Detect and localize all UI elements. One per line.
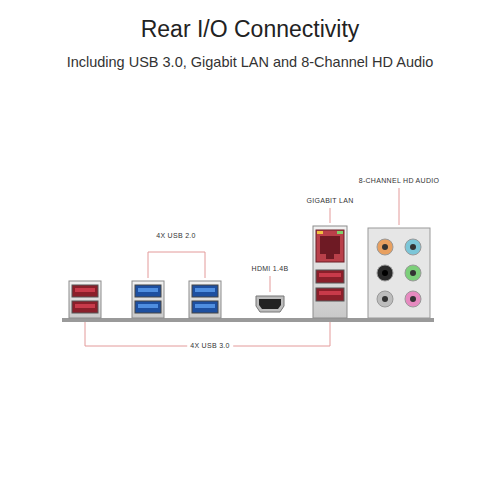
callout-label: 8-CHANNEL HD AUDIO bbox=[356, 176, 443, 186]
callout-label: GIGABIT LAN bbox=[303, 196, 356, 206]
callout-label: HDMI 1.4B bbox=[249, 264, 292, 274]
audio-leader bbox=[399, 188, 400, 225]
usb3-stack bbox=[69, 281, 101, 318]
lan-usb-stack bbox=[313, 226, 347, 318]
callout-label: 4X USB 3.0 bbox=[187, 341, 233, 351]
leader-lines bbox=[85, 188, 399, 346]
usb2-bracket bbox=[148, 252, 205, 278]
callout-label: 4X USB 2.0 bbox=[153, 231, 199, 241]
usb2-stack bbox=[132, 281, 164, 318]
subtitle: Including USB 3.0, Gigabit LAN and 8-Cha… bbox=[67, 54, 434, 70]
lan-leader bbox=[330, 208, 331, 223]
backplate bbox=[62, 318, 434, 322]
page-title: Rear I/O Connectivity bbox=[141, 16, 360, 43]
audio-jacks bbox=[368, 228, 430, 318]
hdmi-port bbox=[256, 296, 284, 312]
hdmi-leader bbox=[270, 276, 271, 292]
usb2-stack bbox=[189, 281, 221, 318]
